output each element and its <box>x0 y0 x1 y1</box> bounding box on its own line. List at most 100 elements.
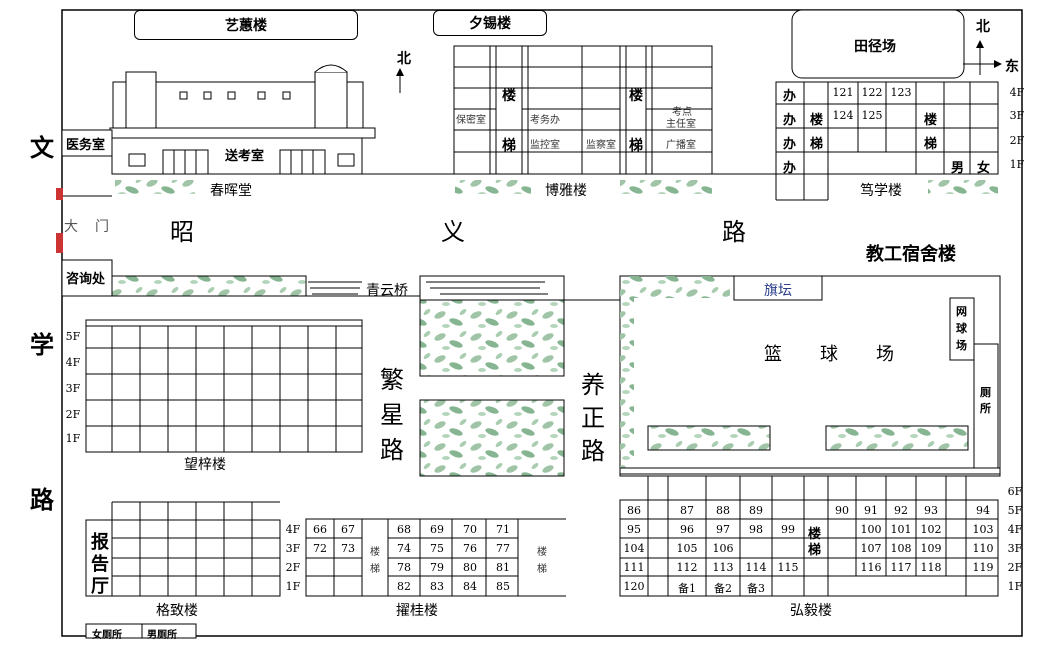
basketball-label: 球 <box>820 344 838 365</box>
room-number: 88 <box>716 504 730 517</box>
room-number: 77 <box>496 542 510 555</box>
stairs-label: 楼 <box>924 113 938 128</box>
grass-strip <box>825 425 969 451</box>
room-number: 备1 <box>678 582 696 595</box>
medical-room-label: 医务室 <box>66 138 106 153</box>
stairs-label: 梯 <box>502 138 516 154</box>
zhuogui-building <box>305 518 566 597</box>
tennis-label: 球 <box>956 322 967 335</box>
room-number: 85 <box>496 580 510 593</box>
tennis-court <box>949 297 975 361</box>
room-number: 114 <box>745 561 767 574</box>
boya-building <box>453 45 713 175</box>
room-number: 67 <box>341 523 355 536</box>
floor-label: 6F <box>1007 485 1023 498</box>
room-number: 124 <box>832 109 854 122</box>
room-jiankong: 监控室 <box>530 140 560 151</box>
grass-strip <box>455 180 531 194</box>
room-jiancha: 监察室 <box>586 140 616 151</box>
room-number: 95 <box>627 523 641 536</box>
room-number: 111 <box>623 561 645 574</box>
room-number: 92 <box>894 504 908 517</box>
consult-label: 咨询处 <box>66 272 106 287</box>
room-number: 107 <box>860 542 882 555</box>
room-number: 73 <box>341 542 355 555</box>
floor-label: 2F <box>1007 561 1023 574</box>
floor-label: 3F <box>65 382 81 395</box>
floor-label: 2F <box>65 408 81 421</box>
floor-label: 4F <box>1009 86 1025 99</box>
room-number: 78 <box>397 561 411 574</box>
grass-strip <box>620 298 634 468</box>
building-chunhui: 春晖堂 <box>210 183 252 199</box>
room-number: 备2 <box>714 582 732 595</box>
room-number: 79 <box>430 561 444 574</box>
room-number: 121 <box>832 86 854 99</box>
male-toilet-label: 男 <box>951 161 965 176</box>
road-wenxue-char: 文 <box>30 134 54 162</box>
female-toilet-label: 女 <box>977 161 991 176</box>
room-number: 106 <box>712 542 734 555</box>
qingyun-bridge-label: 青云桥 <box>366 283 408 299</box>
basketball-label: 场 <box>876 344 894 365</box>
building-zhuogui: 擢桂楼 <box>396 603 438 619</box>
stairs-label: 梯 <box>808 543 822 558</box>
floor-label: 4F <box>65 356 81 369</box>
garden <box>419 399 565 477</box>
room-number: 100 <box>860 523 882 536</box>
room-number: 99 <box>781 523 795 536</box>
grass-strip <box>115 180 195 194</box>
room-number: 96 <box>680 523 694 536</box>
room-number: 112 <box>676 561 698 574</box>
room-number: 70 <box>463 523 477 536</box>
room-number: 109 <box>920 542 942 555</box>
room-number: 103 <box>972 523 994 536</box>
stairs-label: 楼 <box>537 547 547 558</box>
room-number: 81 <box>496 561 510 574</box>
stairs-label: 楼 <box>629 88 643 104</box>
road-yangzheng-char: 养 <box>581 371 605 399</box>
room-number: 113 <box>712 561 734 574</box>
building-gezhi: 格致楼 <box>156 603 198 619</box>
office-label: 办 <box>783 137 797 152</box>
room-number: 72 <box>313 542 327 555</box>
grass-strip <box>620 180 712 194</box>
room-number: 105 <box>676 542 698 555</box>
stairs-label: 楼 <box>502 88 516 104</box>
room-number: 115 <box>777 561 799 574</box>
tennis-label: 场 <box>956 339 967 352</box>
room-number: 89 <box>749 504 763 517</box>
tennis-label: 网 <box>956 305 967 318</box>
stairs-label: 楼 <box>370 547 380 558</box>
road-zhaoyi-char: 昭 <box>170 218 194 246</box>
floor-label: 5F <box>65 330 81 343</box>
floor-label: 2F <box>285 561 301 574</box>
hongyi-building <box>619 476 999 597</box>
wangzi-building <box>85 319 363 453</box>
stairs-label: 楼 <box>810 113 824 128</box>
gate-marker <box>56 233 63 253</box>
road-fanxing-char: 繁 <box>380 366 404 394</box>
medical-room <box>61 129 113 157</box>
room-number: 94 <box>976 504 990 517</box>
room-kaodian: 考点 <box>672 107 692 118</box>
report-hall-label: 厅 <box>91 576 109 597</box>
gate-label: 大 <box>64 219 78 235</box>
room-number: 69 <box>430 523 444 536</box>
female-wc-label: 女厕所 <box>92 630 122 641</box>
flag-platform-label: 旗坛 <box>764 283 792 299</box>
compass-north-label: 北 <box>397 51 411 67</box>
building-xixi: 夕锡楼 <box>433 10 547 36</box>
room-number: 120 <box>623 580 645 593</box>
toilet-label: 所 <box>980 402 991 415</box>
building-hongyi: 弘毅楼 <box>790 603 832 619</box>
room-number: 98 <box>749 523 763 536</box>
office-label: 办 <box>783 89 797 104</box>
room-number: 83 <box>430 580 444 593</box>
building-boya: 博雅楼 <box>545 183 587 199</box>
gate-marker <box>56 188 63 200</box>
stairs-label: 楼 <box>808 527 822 542</box>
room-number: 87 <box>680 504 694 517</box>
building-duxue: 笃学楼 <box>860 183 902 199</box>
